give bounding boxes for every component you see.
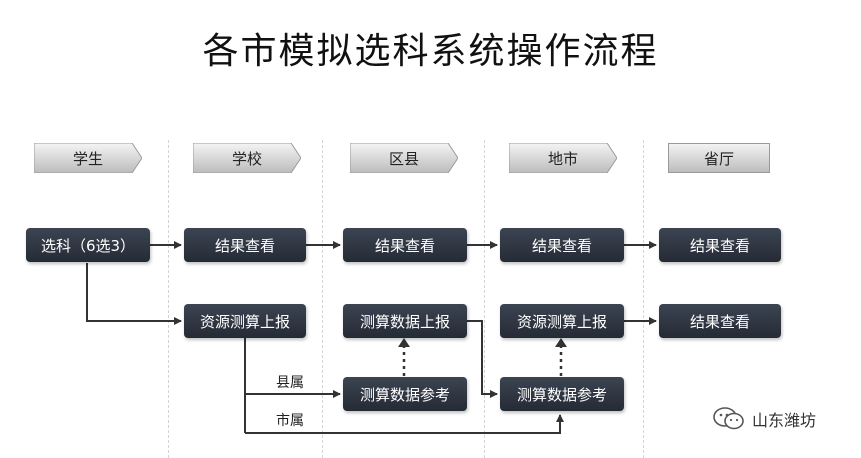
wechat-icon — [713, 407, 744, 430]
watermark: 山东潍坊 — [712, 406, 816, 432]
school-result-box: 结果查看 — [184, 228, 306, 262]
lane-header-student: 学生 — [34, 143, 142, 173]
lane-header-city: 地市 — [509, 143, 617, 173]
lane-divider — [168, 140, 169, 458]
city-result-box: 结果查看 — [500, 228, 624, 262]
city-reference-box: 测算数据参考 — [500, 377, 624, 411]
lane-divider — [643, 140, 644, 458]
arrow-county-report-to-city-ref — [467, 320, 498, 398]
lane-header-label: 省厅 — [703, 149, 734, 168]
county-reference-box: 测算数据参考 — [343, 377, 467, 411]
city-report-box: 资源测算上报 — [500, 304, 624, 338]
lane-header-county: 区县 — [350, 143, 458, 173]
lane-divider — [484, 140, 485, 458]
page-title: 各市模拟选科系统操作流程 — [202, 31, 659, 72]
province-result-box-1: 结果查看 — [659, 228, 781, 262]
county-report-box: 测算数据上报 — [343, 304, 467, 338]
lane-header-label: 学校 — [231, 149, 262, 168]
lane-header-school: 学校 — [193, 143, 301, 173]
lane-divider — [322, 140, 323, 458]
county-owned-label: 县属 — [276, 375, 304, 391]
province-result-box-2: 结果查看 — [659, 304, 781, 338]
city-owned-label: 市属 — [276, 413, 304, 429]
watermark-text: 山东潍坊 — [752, 411, 817, 430]
lane-header-label: 学生 — [72, 149, 103, 168]
lane-header-province: 省厅 — [668, 143, 770, 173]
county-result-box: 结果查看 — [343, 228, 467, 262]
lane-header-label: 地市 — [547, 149, 578, 168]
lane-header-label: 区县 — [388, 149, 419, 168]
arrow-city-owned — [245, 414, 564, 434]
arrow-select-to-school-report — [86, 263, 182, 325]
school-report-box: 资源测算上报 — [184, 304, 306, 338]
select-subjects-box: 选科（6选3） — [26, 228, 150, 262]
